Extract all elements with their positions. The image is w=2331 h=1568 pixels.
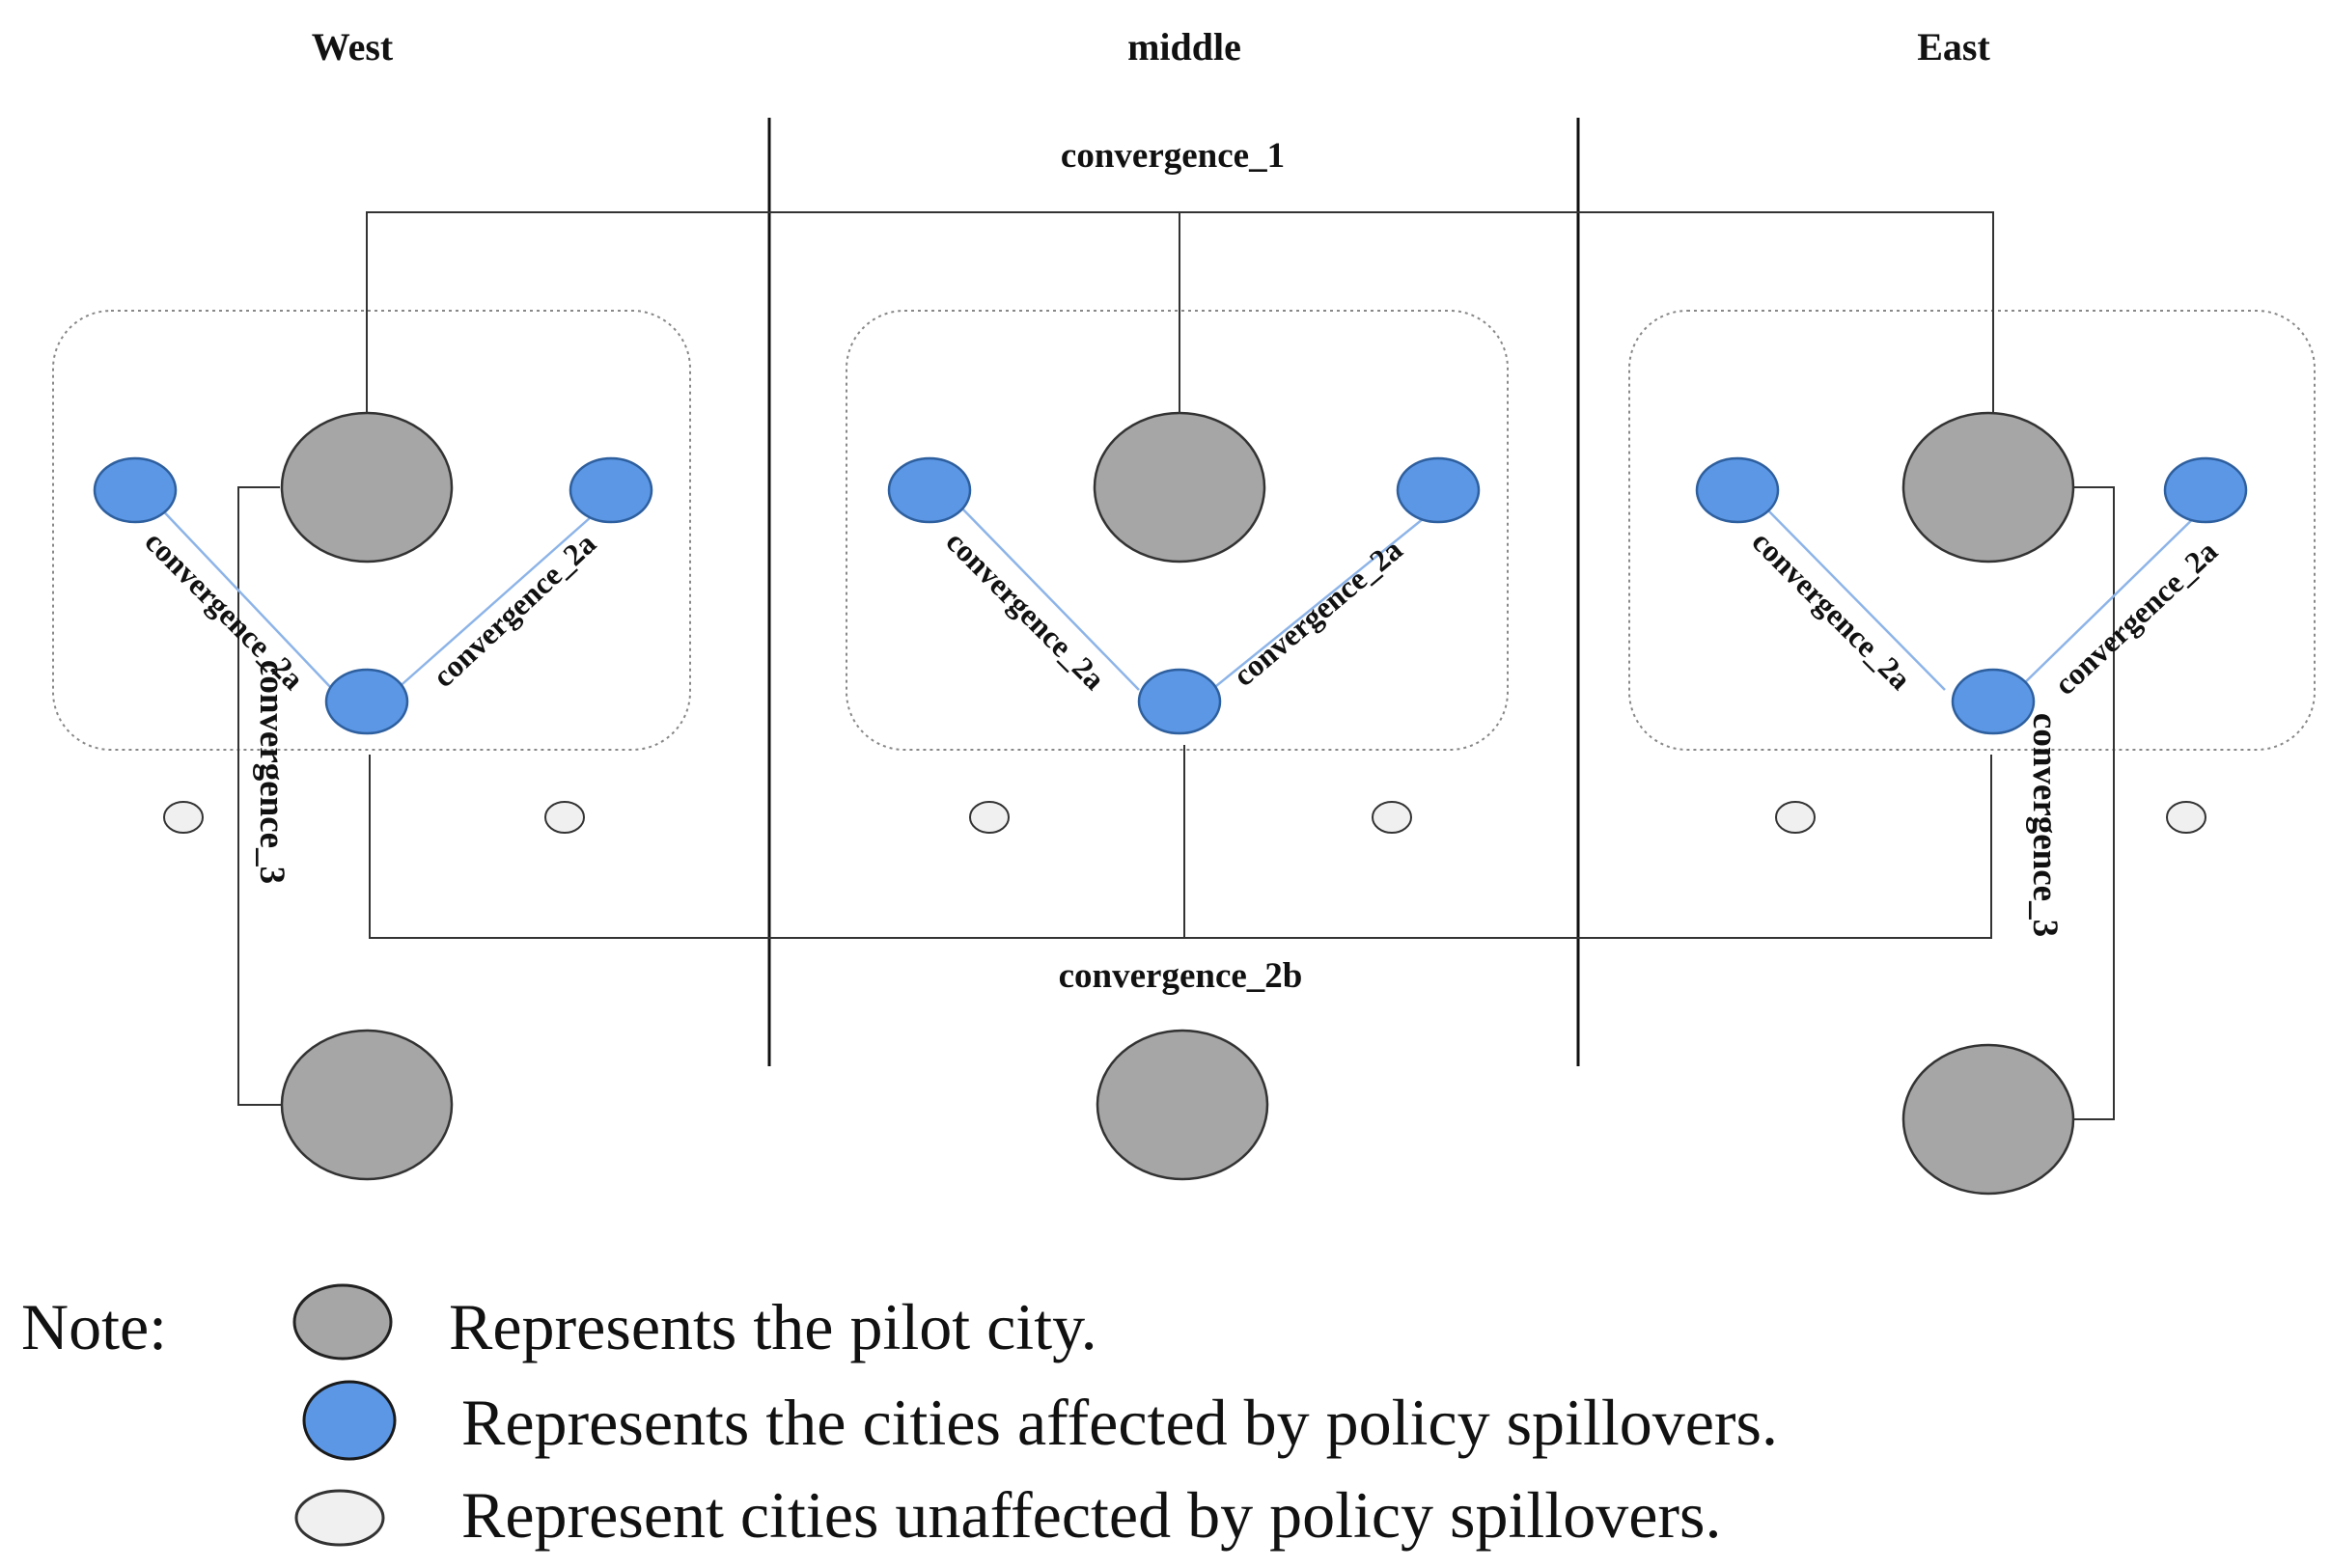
region-box-west [52, 310, 691, 751]
convergence-2a-label-west-right: convergence_2a [426, 526, 602, 694]
affected-city [887, 456, 972, 524]
unaffected-city [2166, 801, 2206, 834]
affected-city [569, 456, 653, 524]
legend: Note: Represents the pilot city. Represe… [21, 1283, 1778, 1552]
region-title-middle: middle [1127, 25, 1241, 69]
affected-city [1951, 668, 2036, 735]
unaffected-city [544, 801, 585, 834]
unaffected-city [969, 801, 1010, 834]
legend-unaffected-text: Represent cities unaffected by policy sp… [461, 1478, 1721, 1552]
pilot-cities [280, 411, 2075, 1196]
convergence-2a-label-middle-right: convergence_2a [1226, 532, 1408, 693]
convergence-2b-label: convergence_2b [1059, 956, 1303, 996]
convergence-3-label-east: convergence_3 [2025, 713, 2065, 937]
legend-pilot-swatch [292, 1283, 393, 1361]
region-box-east [1628, 310, 2316, 751]
affected-city [1695, 456, 1780, 524]
affected-city [1396, 456, 1481, 524]
legend-pilot-text: Represents the pilot city. [449, 1290, 1097, 1363]
convergence-2a-label-east-left: convergence_2a [1745, 524, 1918, 697]
pilot-city-middle [1093, 411, 1266, 564]
convergence-1-label: convergence_1 [1061, 136, 1285, 176]
pilot-city-middle-outer [1096, 1029, 1269, 1181]
pilot-city-east-outer [1901, 1043, 2075, 1196]
legend-affected-swatch [302, 1380, 397, 1461]
unaffected-city [1775, 801, 1816, 834]
convergence-2a-label-east-right: convergence_2a [2047, 534, 2224, 701]
pilot-city-west [280, 411, 454, 564]
unaffected-city [163, 801, 204, 834]
affected-cities [93, 456, 2248, 735]
region-title-west: West [312, 25, 394, 69]
region-box-middle [846, 310, 1509, 751]
affected-city [324, 668, 409, 735]
affected-city [93, 456, 178, 524]
convergence-2b-connector [369, 745, 1992, 939]
region-title-east: East [1917, 25, 1990, 69]
affected-city [1137, 668, 1222, 735]
unaffected-city [1372, 801, 1412, 834]
pilot-city-west-outer [280, 1029, 454, 1181]
convergence-2a-label-west-left: convergence_2a [138, 524, 311, 697]
convergence-3-label-west: convergence_3 [252, 660, 291, 884]
legend-affected-text: Represents the cities affected by policy… [461, 1386, 1778, 1459]
legend-note-label: Note: [21, 1290, 167, 1363]
convergence-1-connector [366, 211, 1994, 415]
legend-unaffected-swatch [294, 1489, 385, 1547]
unaffected-cities [163, 801, 2206, 834]
pilot-city-east [1901, 411, 2075, 564]
affected-city [2163, 456, 2248, 524]
convergence-3-connector-west [237, 486, 285, 1106]
convergence-2a-label-middle-left: convergence_2a [939, 524, 1112, 697]
convergence-3-connector-east [2070, 486, 2115, 1120]
spillover-lines [153, 501, 2206, 691]
